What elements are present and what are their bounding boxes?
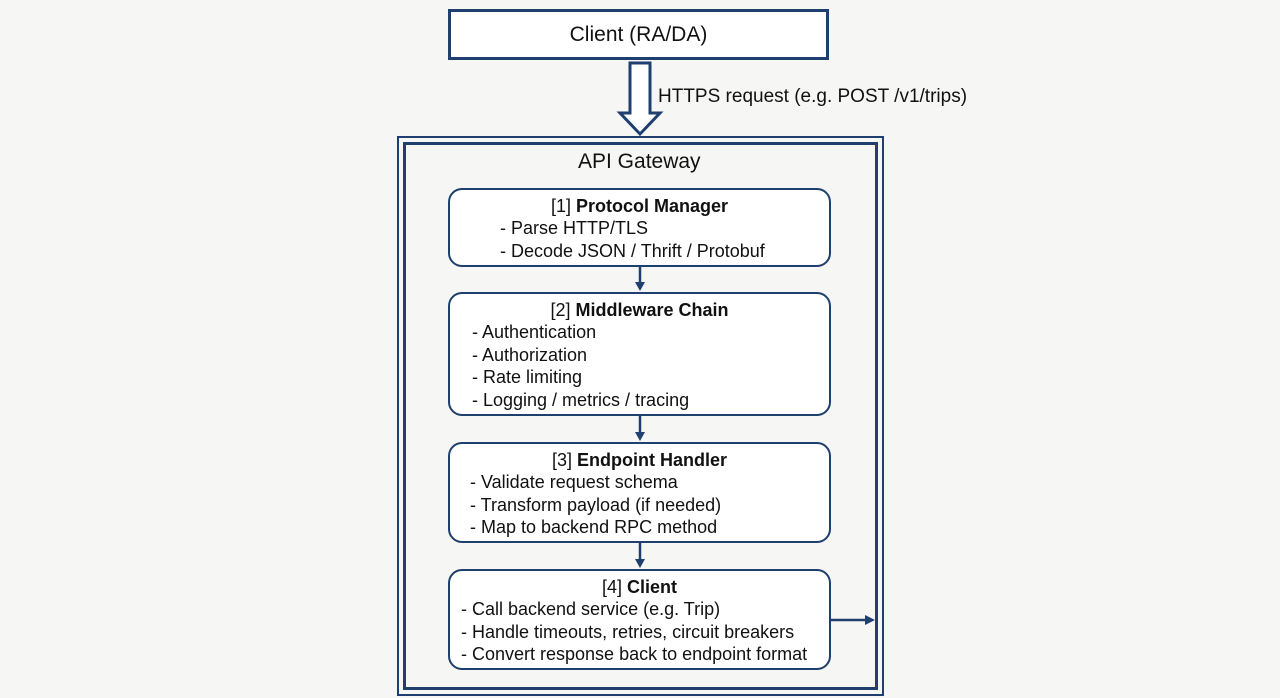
stage-title: [3] Endpoint Handler (450, 449, 829, 472)
stage-number: [3] (551, 450, 572, 470)
stage-items: - Validate request schema - Transform pa… (470, 471, 721, 539)
stage-item: - Handle timeouts, retries, circuit brea… (461, 621, 795, 642)
client-label: Client (RA/DA) (569, 22, 708, 46)
stage-name: Endpoint Handler (577, 450, 728, 470)
stage-item: - Authentication (472, 322, 597, 342)
stage-middleware-chain: [2] Middleware Chain - Authentication - … (448, 292, 831, 416)
stage-item: - Authorization (472, 344, 588, 365)
stage-item: - Validate request schema (470, 472, 678, 492)
stage-title: [2] Middleware Chain (450, 299, 829, 322)
stage-title: [1] Protocol Manager (450, 195, 829, 218)
stage-items: - Authentication - Authorization - Rate … (472, 321, 689, 411)
request-label: HTTPS request (e.g. POST /v1/trips) (658, 86, 968, 107)
stage-items: - Parse HTTP/TLS - Decode JSON / Thrift … (500, 217, 765, 262)
stage-protocol-manager: [1] Protocol Manager - Parse HTTP/TLS - … (448, 188, 831, 267)
stage-item: - Decode JSON / Thrift / Protobuf (500, 240, 765, 261)
stage-client: [4] Client - Call backend service (e.g. … (448, 569, 831, 670)
gateway-title: API Gateway (578, 150, 701, 173)
stage-item: - Call backend service (e.g. Trip) (461, 599, 721, 619)
gateway-outer-border (397, 136, 884, 696)
stage-name: Client (627, 577, 678, 597)
stage-endpoint-handler: [3] Endpoint Handler - Validate request … (448, 442, 831, 543)
stage-title: [4] Client (450, 576, 829, 599)
stage-item: - Map to backend RPC method (470, 517, 718, 537)
stage-item: - Parse HTTP/TLS (500, 218, 649, 238)
stage-number: [1] (550, 196, 571, 216)
stage-name: Middleware Chain (575, 300, 729, 320)
stage-item: - Logging / metrics / tracing (472, 389, 690, 410)
request-block-arrow (616, 61, 664, 137)
stage-item: - Transform payload (if needed) (470, 494, 722, 515)
stage-number: [4] (601, 577, 622, 597)
stage-item: - Rate limiting (472, 367, 583, 387)
stage-number: [2] (550, 300, 571, 320)
client-box: Client (RA/DA) (448, 9, 829, 60)
stage-name: Protocol Manager (576, 196, 729, 216)
gateway-container (403, 142, 878, 690)
stage-item: - Convert response back to endpoint form… (461, 644, 808, 664)
stage-items: - Call backend service (e.g. Trip) - Han… (461, 598, 807, 666)
